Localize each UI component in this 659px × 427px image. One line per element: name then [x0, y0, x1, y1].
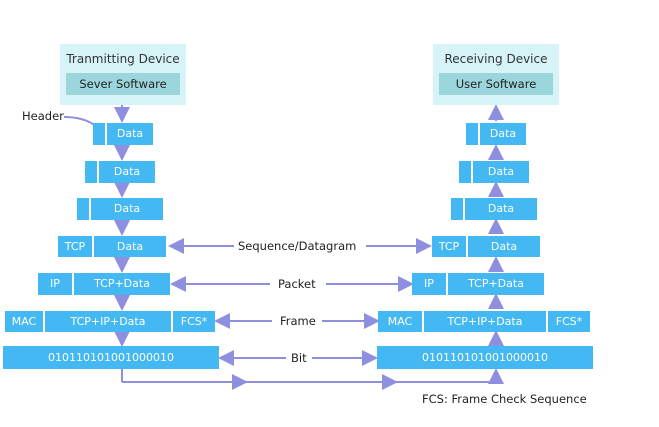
right-mac: MAC — [378, 311, 422, 332]
left-header-2 — [85, 161, 97, 183]
left-header-3 — [77, 198, 89, 220]
server-software-label: Sever Software — [66, 73, 180, 95]
packet-connector-label: Packet — [274, 277, 320, 291]
right-header-3 — [451, 198, 463, 220]
right-ip: IP — [412, 273, 446, 295]
left-data-2: Data — [99, 161, 155, 183]
right-data-3: Data — [465, 198, 537, 220]
right-header-1 — [466, 123, 478, 145]
left-mac: MAC — [5, 311, 43, 332]
right-fcs: FCS* — [548, 311, 590, 332]
right-tcp-data: Data — [468, 236, 540, 257]
right-frame-data: TCP+IP+Data — [424, 311, 546, 332]
left-ip: IP — [38, 273, 72, 295]
user-software-label: User Software — [439, 73, 553, 95]
fcs-footnote: FCS: Frame Check Sequence — [422, 392, 587, 406]
right-header-2 — [459, 161, 471, 183]
left-data-3: Data — [91, 198, 163, 220]
left-data-1: Data — [107, 123, 153, 145]
left-tcp-data: Data — [94, 236, 166, 257]
transmitting-device-title: Tranmitting Device — [66, 52, 180, 66]
left-frame-data: TCP+IP+Data — [45, 311, 171, 332]
right-ip-data: TCP+Data — [448, 273, 544, 295]
receiving-device: Receiving Device User Software — [433, 44, 559, 105]
left-ip-data: TCP+Data — [74, 273, 170, 295]
right-data-1: Data — [480, 123, 526, 145]
receiving-device-title: Receiving Device — [444, 52, 548, 66]
segment-connector-label: Sequence/Datagram — [234, 239, 361, 253]
left-header-1 — [93, 123, 105, 145]
header-annotation: Header — [22, 109, 64, 123]
left-tcp: TCP — [58, 236, 92, 257]
left-bits: 010110101001000010 — [3, 346, 219, 369]
left-fcs: FCS* — [173, 311, 215, 332]
frame-connector-label: Frame — [276, 314, 320, 328]
bit-connector-label: Bit — [287, 351, 311, 365]
right-tcp: TCP — [432, 236, 466, 257]
transmitting-device: Tranmitting Device Sever Software — [60, 44, 186, 105]
right-bits: 010110101001000010 — [377, 346, 593, 369]
right-data-2: Data — [473, 161, 529, 183]
